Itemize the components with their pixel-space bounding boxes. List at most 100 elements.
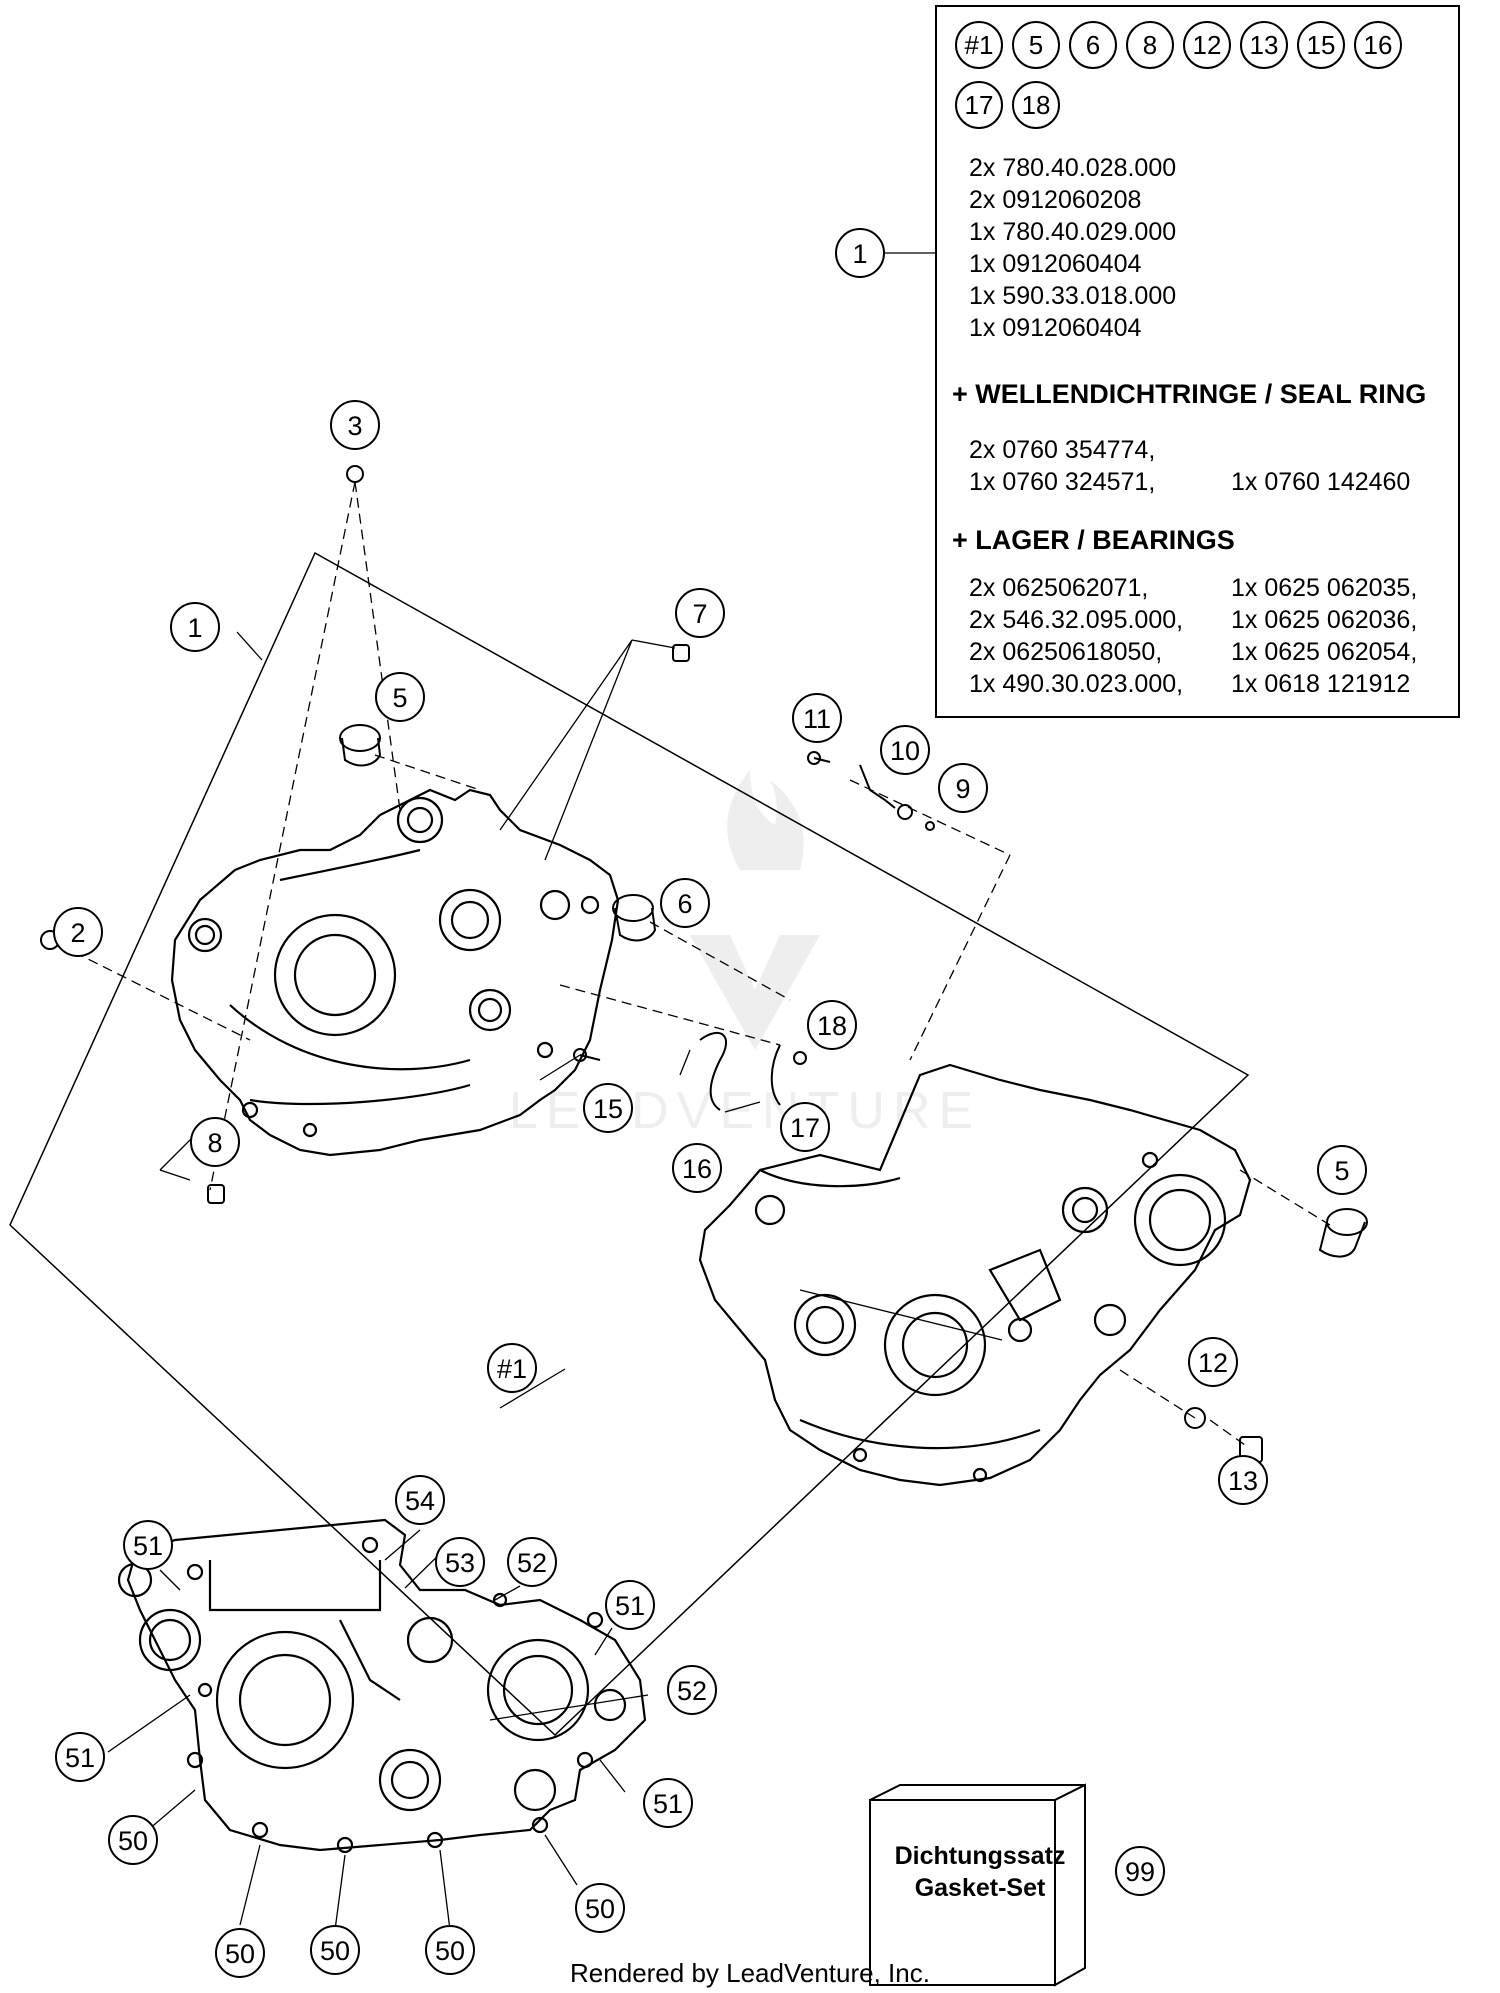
svg-text:51: 51 <box>615 1591 645 1621</box>
svg-text:54: 54 <box>405 1486 435 1516</box>
bearings-heading: + LAGER / BEARINGS <box>952 525 1235 555</box>
callout-11: 11 <box>792 693 842 743</box>
callout-51-a: 51 <box>123 1520 173 1570</box>
parts-list-item: 2x 780.40.028.000 <box>969 154 1177 182</box>
callout-6: 6 <box>660 878 710 928</box>
svg-text:50: 50 <box>585 1894 615 1924</box>
leader-lines <box>59 481 1331 1446</box>
kit-circle: 17 <box>955 81 1003 129</box>
callout-15: 15 <box>583 1083 633 1133</box>
bearings-list: 2x 0625062071,1x 0625 062035, 2x 546.32.… <box>969 572 1417 700</box>
bearing-item: 2x 546.32.095.000, <box>969 606 1184 634</box>
callout-2: 2 <box>53 907 103 957</box>
svg-text:3: 3 <box>347 411 362 441</box>
svg-text:50: 50 <box>435 1936 465 1966</box>
svg-text:9: 9 <box>955 774 970 804</box>
callout-50-a: 50 <box>108 1815 158 1865</box>
kit-circle: 18 <box>1012 81 1060 129</box>
bearing-item: 2x 06250618050, <box>969 638 1163 666</box>
seal-ring-item: 1x 0760 324571, <box>969 468 1156 496</box>
callout-50-c: 50 <box>215 1928 265 1978</box>
callout-9: 9 <box>938 763 988 813</box>
callout-16: 16 <box>672 1143 722 1193</box>
svg-text:7: 7 <box>692 599 707 629</box>
kit-circle: 6 <box>1069 21 1117 69</box>
callout-17: 17 <box>780 1102 830 1152</box>
kit-circle: 13 <box>1240 21 1288 69</box>
callout-52-a: 52 <box>507 1537 557 1587</box>
callout-5-left: 5 <box>375 672 425 722</box>
svg-text:50: 50 <box>225 1939 255 1969</box>
bearing-item: 1x 490.30.023.000, <box>969 670 1184 698</box>
svg-text:6: 6 <box>677 889 692 919</box>
callout-5-right: 5 <box>1317 1145 1367 1195</box>
case-bottom-view <box>117 1518 647 1854</box>
svg-text:11: 11 <box>803 704 831 734</box>
watermark: LEADVENTURE <box>509 770 981 1140</box>
svg-text:51: 51 <box>133 1531 163 1561</box>
callout-8: 8 <box>190 1117 240 1167</box>
kit-circle: 12 <box>1183 21 1231 69</box>
kit-circle: 8 <box>1126 21 1174 69</box>
callout-54: 54 <box>395 1475 445 1525</box>
parts-list-item: 1x 0912060404 <box>969 250 1142 278</box>
parts-list-item: 1x 590.33.018.000 <box>969 282 1177 310</box>
callout-hash1: #1 <box>487 1343 537 1393</box>
callout-12: 12 <box>1188 1337 1238 1387</box>
callout-13: 13 <box>1218 1455 1268 1505</box>
svg-text:13: 13 <box>1228 1466 1258 1496</box>
svg-text:52: 52 <box>677 1676 707 1706</box>
seal-ring-item: 2x 0760 354774, <box>969 436 1156 464</box>
svg-text:51: 51 <box>653 1789 683 1819</box>
bearing-item: 1x 0618 121912 <box>1231 670 1411 698</box>
callout-50-b: 50 <box>575 1883 625 1933</box>
parts-list-item: 1x 0912060404 <box>969 314 1142 342</box>
callout-1-kit: 1 <box>835 228 885 278</box>
callout-51-d: 51 <box>643 1778 693 1828</box>
kit-circle: 5 <box>1012 21 1060 69</box>
svg-text:99: 99 <box>1125 1857 1155 1887</box>
callout-52-b: 52 <box>667 1665 717 1715</box>
svg-text:5: 5 <box>392 683 407 713</box>
right-crankcase-half <box>698 1063 1252 1487</box>
svg-text:5: 5 <box>1334 1156 1349 1186</box>
svg-text:1: 1 <box>187 613 202 643</box>
seal-ring-item: 1x 0760 142460 <box>1231 468 1411 496</box>
callout-51-c: 51 <box>55 1732 105 1782</box>
svg-text:53: 53 <box>445 1548 475 1578</box>
svg-text:#1: #1 <box>497 1354 527 1384</box>
parts-list-item: 1x 780.40.029.000 <box>969 218 1177 246</box>
gasket-set-label: Dichtungssatz Gasket-Set <box>880 1840 1080 1904</box>
callout-3: 3 <box>330 400 380 450</box>
bearing-item: 1x 0625 062035, <box>1231 574 1418 602</box>
parts-list-item: 2x 0912060208 <box>969 186 1142 214</box>
seal-ring-list: 2x 0760 354774, 1x 0760 324571, 1x 0760 1… <box>969 434 1410 498</box>
svg-text:12: 12 <box>1198 1348 1228 1378</box>
assembly-outline <box>9 551 1250 1737</box>
callout-99: 99 <box>1115 1846 1165 1896</box>
small-parts <box>40 465 1368 1463</box>
seal-ring-heading: + WELLENDICHTRINGE / SEAL RING <box>952 379 1427 409</box>
callout-1-case: 1 <box>170 602 220 652</box>
kit-circle: #1 <box>955 21 1003 69</box>
bearing-item: 1x 0625 062054, <box>1231 638 1418 666</box>
footer-credit: Rendered by LeadVenture, Inc. <box>570 1958 930 1988</box>
callout-10: 10 <box>880 725 930 775</box>
callout-50-e: 50 <box>425 1925 475 1975</box>
svg-text:50: 50 <box>118 1826 148 1856</box>
callout-18: 18 <box>807 1000 857 1050</box>
callout-53: 53 <box>435 1537 485 1587</box>
left-crankcase-half <box>170 788 620 1157</box>
svg-text:50: 50 <box>320 1936 350 1966</box>
parts-list: 2x 780.40.028.000 2x 0912060208 1x 780.4… <box>969 152 1176 344</box>
watermark-text: LEADVENTURE <box>509 1082 981 1140</box>
callout-50-d: 50 <box>310 1925 360 1975</box>
svg-text:8: 8 <box>207 1128 222 1158</box>
callout-7: 7 <box>675 588 725 638</box>
svg-text:52: 52 <box>517 1548 547 1578</box>
svg-text:18: 18 <box>817 1011 847 1041</box>
svg-text:17: 17 <box>790 1113 820 1143</box>
